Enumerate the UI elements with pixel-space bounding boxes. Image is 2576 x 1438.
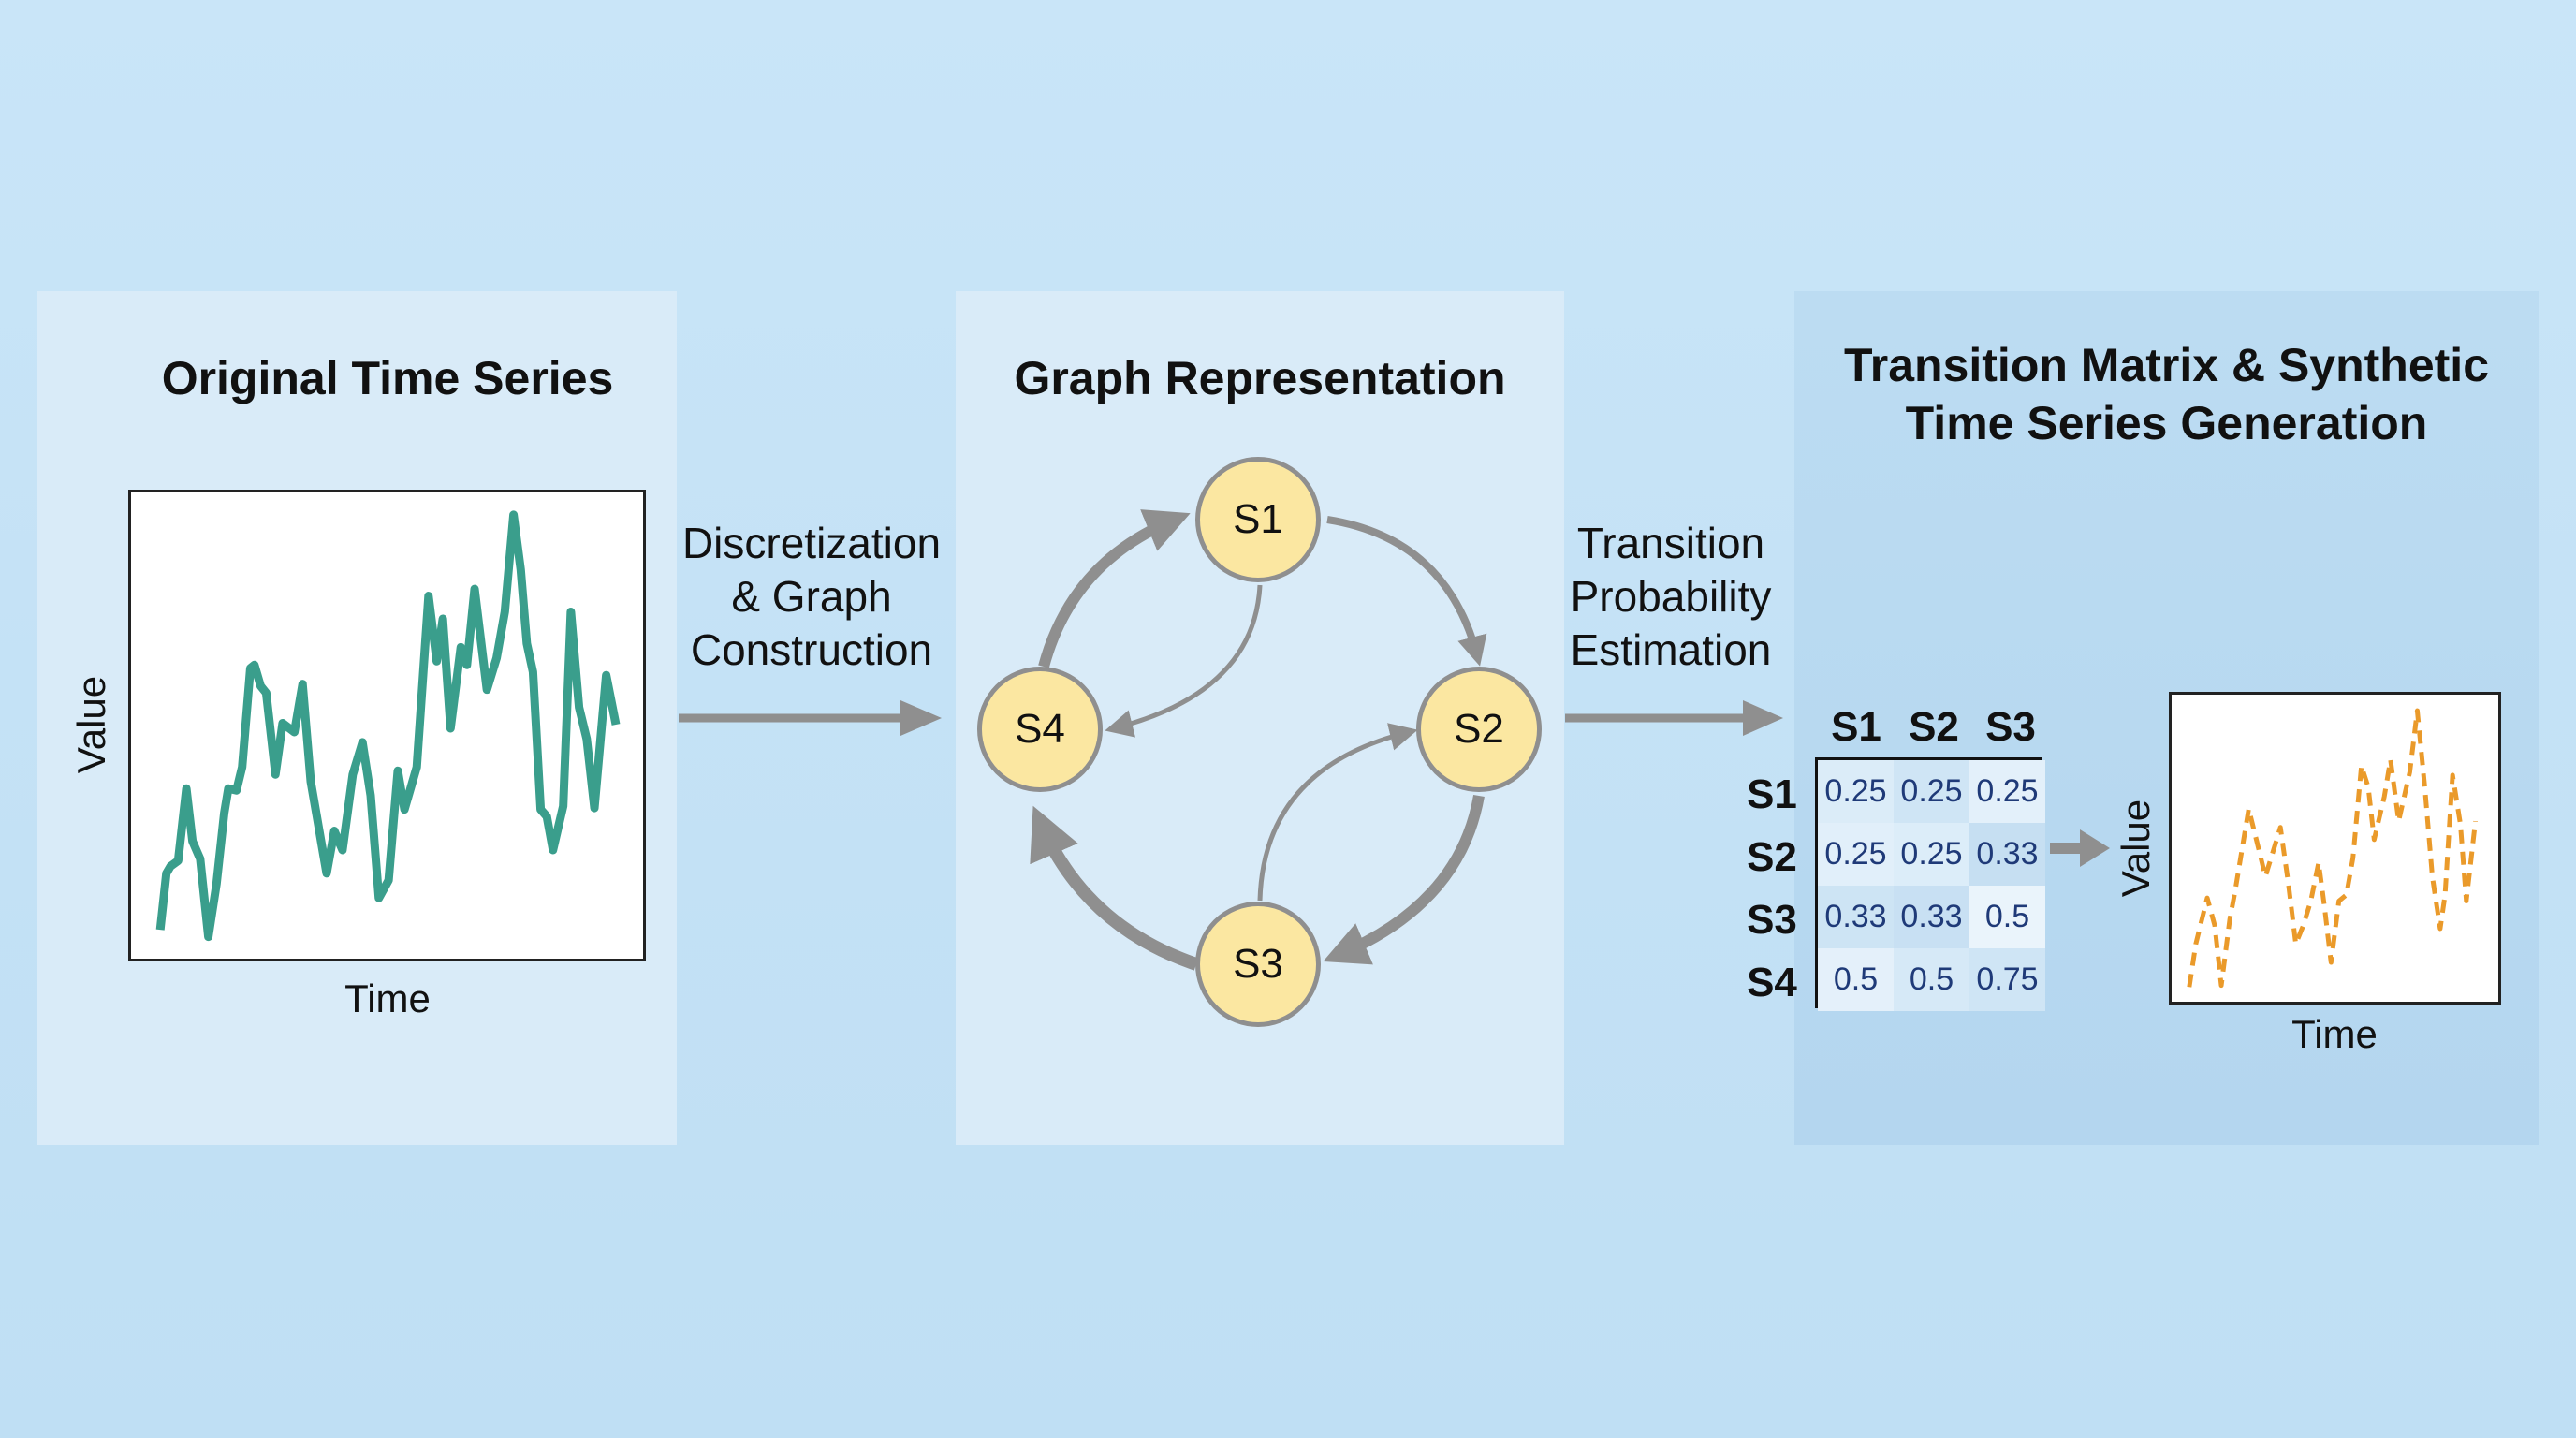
original-series-title: Original Time Series bbox=[161, 352, 614, 404]
graph-title: Graph Representation bbox=[1014, 352, 1506, 404]
matrix-col-header: S2 bbox=[1909, 704, 1959, 750]
node-s1: S1 bbox=[1195, 457, 1321, 582]
matrix-col-header: S3 bbox=[1985, 704, 2036, 750]
matrix-cell: 0.33 bbox=[1894, 886, 1969, 948]
step2-line1: Transition bbox=[1576, 519, 1765, 567]
synthetic-series-svg bbox=[2187, 708, 2479, 989]
step1-line3: Construction bbox=[690, 625, 933, 674]
node-s4: S4 bbox=[977, 667, 1103, 792]
synthetic-ylabel: Value bbox=[2114, 799, 2158, 898]
transition-title-line1: Transition Matrix & Synthetic bbox=[1843, 339, 2489, 391]
transition-title-line2: Time Series Generation bbox=[1905, 397, 2428, 449]
edge-s4-s1 bbox=[1038, 509, 1191, 668]
matrix-cell: 0.25 bbox=[1818, 823, 1894, 886]
node-s2: S2 bbox=[1416, 667, 1542, 792]
matrix-cell: 0.75 bbox=[1969, 948, 2045, 1011]
matrix-left-border bbox=[1815, 757, 1818, 1008]
matrix-cell: 0.5 bbox=[1818, 948, 1894, 1011]
original-series-line bbox=[155, 510, 621, 942]
matrix-cell: 0.5 bbox=[1969, 886, 2045, 948]
matrix-cell: 0.33 bbox=[1818, 886, 1894, 948]
edge-s2-s3 bbox=[1323, 794, 1485, 965]
original-series-svg bbox=[155, 510, 621, 942]
original-xlabel: Time bbox=[344, 976, 431, 1020]
step1-label: Discretization & Graph Construction bbox=[671, 517, 952, 677]
matrix-cell: 0.5 bbox=[1894, 948, 1969, 1011]
transition-title: Transition Matrix & Synthetic Time Serie… bbox=[1794, 336, 2539, 452]
matrix-row-header: S3 bbox=[1747, 897, 1797, 943]
edge-s1-s4 bbox=[1105, 584, 1263, 738]
step2-label: Transition Probability Estimation bbox=[1549, 517, 1793, 677]
synthetic-xlabel: Time bbox=[2291, 1012, 2378, 1056]
matrix-cell: 0.25 bbox=[1818, 760, 1894, 823]
matrix-row-header: S2 bbox=[1747, 834, 1797, 880]
matrix-row-header: S4 bbox=[1747, 960, 1797, 1005]
node-s3: S3 bbox=[1195, 902, 1321, 1027]
step1-line1: Discretization bbox=[681, 519, 942, 567]
matrix-cell: 0.33 bbox=[1969, 823, 2045, 886]
step2-line2: Probability bbox=[1570, 572, 1772, 621]
step1-line2: & Graph bbox=[731, 572, 892, 621]
matrix-row-header: S1 bbox=[1747, 771, 1797, 817]
edge-s3-s4 bbox=[1030, 805, 1199, 971]
original-series-plot bbox=[128, 490, 646, 961]
matrix-top-border bbox=[1815, 757, 2042, 760]
step2-line3: Estimation bbox=[1570, 625, 1772, 674]
edge-s3-s2 bbox=[1257, 723, 1418, 902]
matrix-cell: 0.25 bbox=[1894, 760, 1969, 823]
synthetic-series-plot bbox=[2169, 692, 2501, 1005]
matrix-col-header: S1 bbox=[1831, 704, 1881, 750]
matrix-cell: 0.25 bbox=[1894, 823, 1969, 886]
synthetic-series-line bbox=[2187, 708, 2479, 989]
edge-s1-s2 bbox=[1326, 516, 1487, 667]
matrix-cell: 0.25 bbox=[1969, 760, 2045, 823]
